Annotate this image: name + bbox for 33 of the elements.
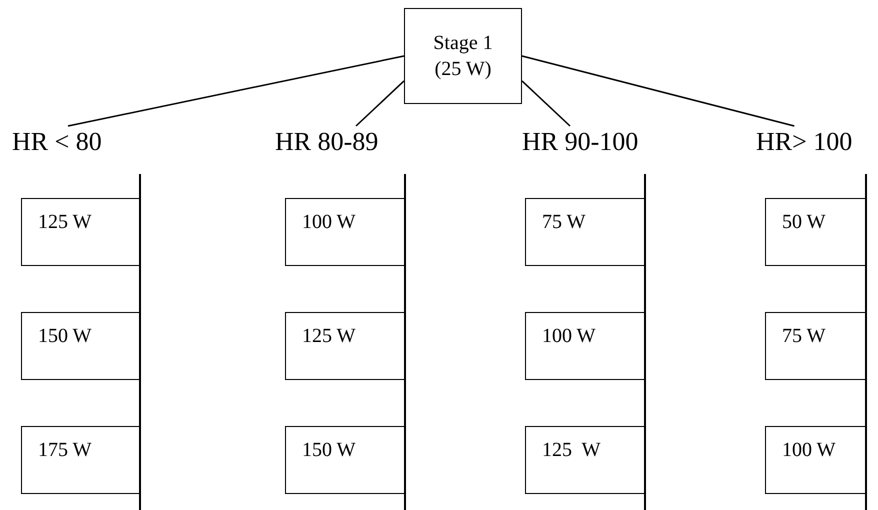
step-box: [765, 426, 866, 494]
step-box: [21, 426, 140, 494]
power-label: 125 W: [542, 439, 601, 462]
power-label: 100 W: [782, 439, 836, 462]
power-label: 75 W: [782, 325, 826, 348]
power-label: 50 W: [782, 211, 826, 234]
branch-label: HR < 80: [12, 128, 102, 157]
step-box: [285, 312, 405, 380]
step-box: [21, 312, 140, 380]
connector-line: [355, 80, 405, 127]
power-label: 100 W: [302, 211, 356, 234]
step-box: [285, 198, 405, 266]
step-box: [525, 426, 645, 494]
step-box: [765, 312, 866, 380]
connector-line: [521, 80, 571, 127]
branch-label: HR 80-89: [275, 128, 378, 157]
power-label: 100 W: [542, 325, 596, 348]
step-box: [525, 312, 645, 380]
power-label: 150 W: [302, 439, 356, 462]
power-label: 125 W: [38, 211, 92, 234]
connector-line: [68, 55, 404, 127]
power-label: 125 W: [302, 325, 356, 348]
connector-line: [522, 55, 794, 127]
power-label: 175 W: [38, 439, 92, 462]
step-box: [21, 198, 140, 266]
branch-label: HR 90-100: [522, 128, 638, 157]
process-box: Stage 1 (25 W): [404, 8, 522, 104]
step-box: [285, 426, 405, 494]
step-box: [765, 198, 866, 266]
power-label: 150 W: [38, 325, 92, 348]
branch-label: HR> 100: [756, 128, 852, 157]
step-box: [525, 198, 645, 266]
power-label: 75 W: [542, 211, 586, 234]
